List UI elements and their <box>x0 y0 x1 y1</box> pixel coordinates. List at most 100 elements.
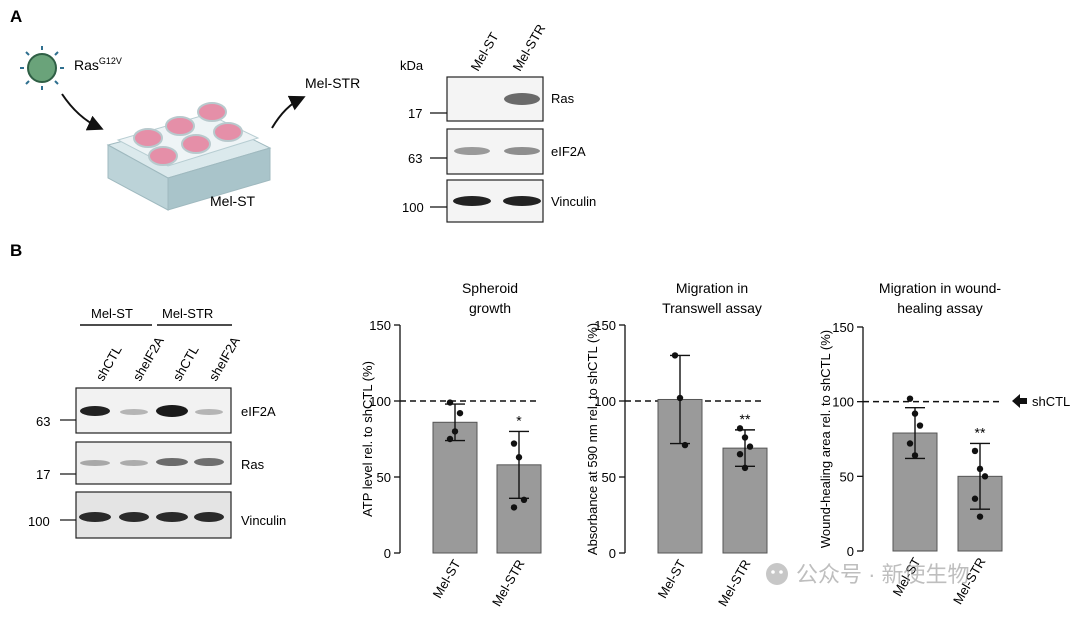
chart-title-line: Spheroid <box>462 280 518 296</box>
kda-label: kDa <box>400 58 424 73</box>
data-point <box>671 352 679 359</box>
lane-label-b-1: shCTL <box>93 343 125 384</box>
data-point <box>971 495 979 502</box>
data-point <box>971 447 979 455</box>
data-point <box>741 434 749 441</box>
data-point <box>446 399 454 406</box>
y-tick-label: 150 <box>594 318 616 333</box>
y-tick-label: 150 <box>369 318 391 333</box>
blot-a-label-3: Vinculin <box>551 194 596 209</box>
chart-title-line: growth <box>469 300 511 316</box>
x-tick-label: Mel-ST <box>430 557 464 601</box>
y-tick-label: 100 <box>832 395 854 410</box>
blot-b-label-1: eIF2A <box>241 404 276 419</box>
data-point <box>911 452 919 459</box>
chart-title-line: Transwell assay <box>662 300 762 316</box>
data-point <box>510 440 518 447</box>
blot-b-ras <box>60 441 232 485</box>
data-point <box>676 394 684 402</box>
lane-label-b-2: sheIF2A <box>130 334 167 384</box>
y-tick-label: 100 <box>369 394 391 409</box>
x-tick-label: Mel-STR <box>489 557 528 609</box>
blot-a-label-2: eIF2A <box>551 144 586 159</box>
virus-icon <box>20 46 64 90</box>
lane-label-a-1: Mel-ST <box>468 30 502 74</box>
y-tick-label: 100 <box>594 394 616 409</box>
well-plate-icon <box>106 102 272 211</box>
y-tick-label: 50 <box>840 469 854 484</box>
arrow-from-plate <box>271 95 306 129</box>
blot-a-vinculin <box>430 179 544 223</box>
data-point <box>981 473 989 480</box>
data-point <box>976 513 984 520</box>
data-point <box>510 504 518 511</box>
data-point <box>746 443 754 450</box>
blot-b-eif2a <box>60 387 232 434</box>
data-point <box>736 451 744 458</box>
panel-b-letter: B <box>10 241 22 260</box>
data-point <box>906 440 914 447</box>
reference-arrow-icon <box>1012 394 1027 408</box>
y-tick-label: 0 <box>609 546 616 561</box>
significance-mark: ** <box>740 411 751 427</box>
x-tick-label: Mel-ST <box>655 557 689 601</box>
x-tick-label: Mel-STR <box>715 557 754 609</box>
watermark-text: 公众号 · 新使生物 <box>796 562 970 587</box>
y-axis-label: ATP level rel. to shCTL (%) <box>360 361 375 517</box>
data-point <box>736 425 744 432</box>
virus-label: RasG12V <box>74 56 122 73</box>
data-point <box>520 496 528 503</box>
chart-title-line: Migration in wound- <box>879 280 1002 296</box>
significance-mark: ** <box>975 424 986 440</box>
lane-label-b-4: sheIF2A <box>206 334 243 384</box>
data-point <box>451 428 459 435</box>
arrow-to-plate <box>61 93 104 131</box>
lane-label-a-2: Mel-STR <box>510 22 549 74</box>
blot-b-label-2: Ras <box>241 457 265 472</box>
chart-title-line: Migration in <box>676 280 748 296</box>
blot-b-mw-1: 63 <box>36 414 50 429</box>
data-point <box>456 409 464 417</box>
y-tick-label: 0 <box>384 546 391 561</box>
y-tick-label: 50 <box>602 470 616 485</box>
data-point <box>681 441 689 449</box>
blot-a-label-1: Ras <box>551 91 575 106</box>
lane-label-b-3: shCTL <box>170 343 202 384</box>
data-point <box>976 465 984 473</box>
chart-3: Migration in wound-healing assay 0 50 100 15… <box>818 280 1003 607</box>
group-label-1: Mel-ST <box>91 306 133 321</box>
group-label-2: Mel-STR <box>162 306 213 321</box>
chart-title-line: healing assay <box>897 300 983 316</box>
blot-a-mw-3: 100 <box>402 200 424 215</box>
data-point <box>916 422 924 429</box>
blot-a-ras <box>430 76 544 122</box>
y-axis-label: Wound-healing area rel. to shCTL (%) <box>818 330 833 548</box>
blot-b-label-3: Vinculin <box>241 513 286 528</box>
blot-a-mw-1: 17 <box>408 106 422 121</box>
data-point <box>446 435 454 443</box>
data-point <box>515 454 523 461</box>
blot-b-mw-2: 17 <box>36 467 50 482</box>
data-point <box>906 395 914 402</box>
mel-str-label: Mel-STR <box>305 75 360 91</box>
blot-a-eif2a <box>430 128 544 175</box>
y-axis-label: Absorbance at 590 nm rel. to shCTL (%) <box>585 323 600 555</box>
y-tick-label: 0 <box>847 544 854 559</box>
data-point <box>911 410 919 417</box>
y-tick-label: 150 <box>832 320 854 335</box>
significance-mark: * <box>516 412 522 428</box>
bar <box>432 421 478 554</box>
chart-2: Migration in Transwell assay 0 50 100 150Abso… <box>585 280 768 609</box>
plate-label: Mel-ST <box>210 193 256 209</box>
blot-b-mw-3: 100 <box>28 514 50 529</box>
data-point <box>741 464 749 472</box>
blot-b-vinculin <box>60 491 232 539</box>
y-tick-label: 50 <box>377 470 391 485</box>
panel-a-letter: A <box>10 7 22 26</box>
blot-a-mw-2: 63 <box>408 151 422 166</box>
wechat-watermark: 公众号 · 新使生物 <box>766 562 970 587</box>
reference-label: shCTL <box>1032 394 1070 409</box>
